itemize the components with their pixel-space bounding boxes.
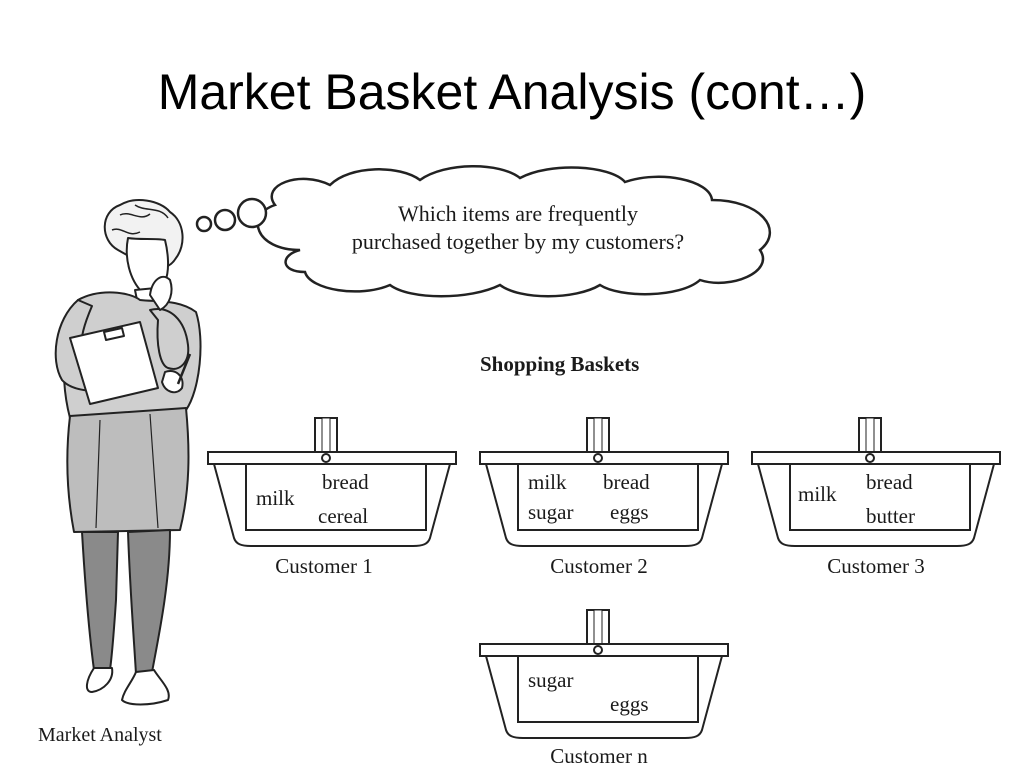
basket-3-item-bread: bread bbox=[866, 470, 913, 494]
basket-customer-3 bbox=[751, 417, 1001, 547]
basket-3-item-butter: butter bbox=[866, 504, 915, 528]
basket-2-item-milk: milk bbox=[528, 470, 567, 494]
basket-3-customer-label: Customer 3 bbox=[827, 554, 925, 578]
shopping-baskets-heading: Shopping Baskets bbox=[480, 352, 640, 376]
market-analyst-label: Market Analyst bbox=[38, 724, 162, 746]
thought-bubble bbox=[195, 165, 772, 298]
basket-2-item-bread: bread bbox=[603, 470, 650, 494]
thought-text-line-1: Which items are frequently bbox=[397, 201, 639, 226]
basket-n-item-sugar: sugar bbox=[528, 668, 574, 692]
basket-2-customer-label: Customer 2 bbox=[550, 554, 648, 578]
basket-customer-n bbox=[479, 609, 729, 739]
basket-n-item-eggs: eggs bbox=[610, 692, 649, 716]
basket-3-item-milk: milk bbox=[798, 482, 837, 506]
basket-n-customer-label: Customer n bbox=[550, 744, 648, 768]
basket-1-customer-label: Customer 1 bbox=[275, 554, 373, 578]
basket-1-item-milk: milk bbox=[256, 486, 295, 510]
basket-1-item-bread: bread bbox=[322, 470, 369, 494]
thought-text-line-2: purchased together by my customers? bbox=[351, 229, 685, 254]
slide-title: Market Basket Analysis (cont…) bbox=[157, 64, 867, 120]
basket-2-item-eggs: eggs bbox=[610, 500, 649, 524]
basket-2-item-sugar: sugar bbox=[528, 500, 574, 524]
basket-customer-2 bbox=[479, 417, 729, 547]
basket-customer-1 bbox=[207, 417, 457, 547]
basket-1-item-cereal: cereal bbox=[318, 504, 369, 528]
market-analyst-figure bbox=[54, 199, 202, 706]
